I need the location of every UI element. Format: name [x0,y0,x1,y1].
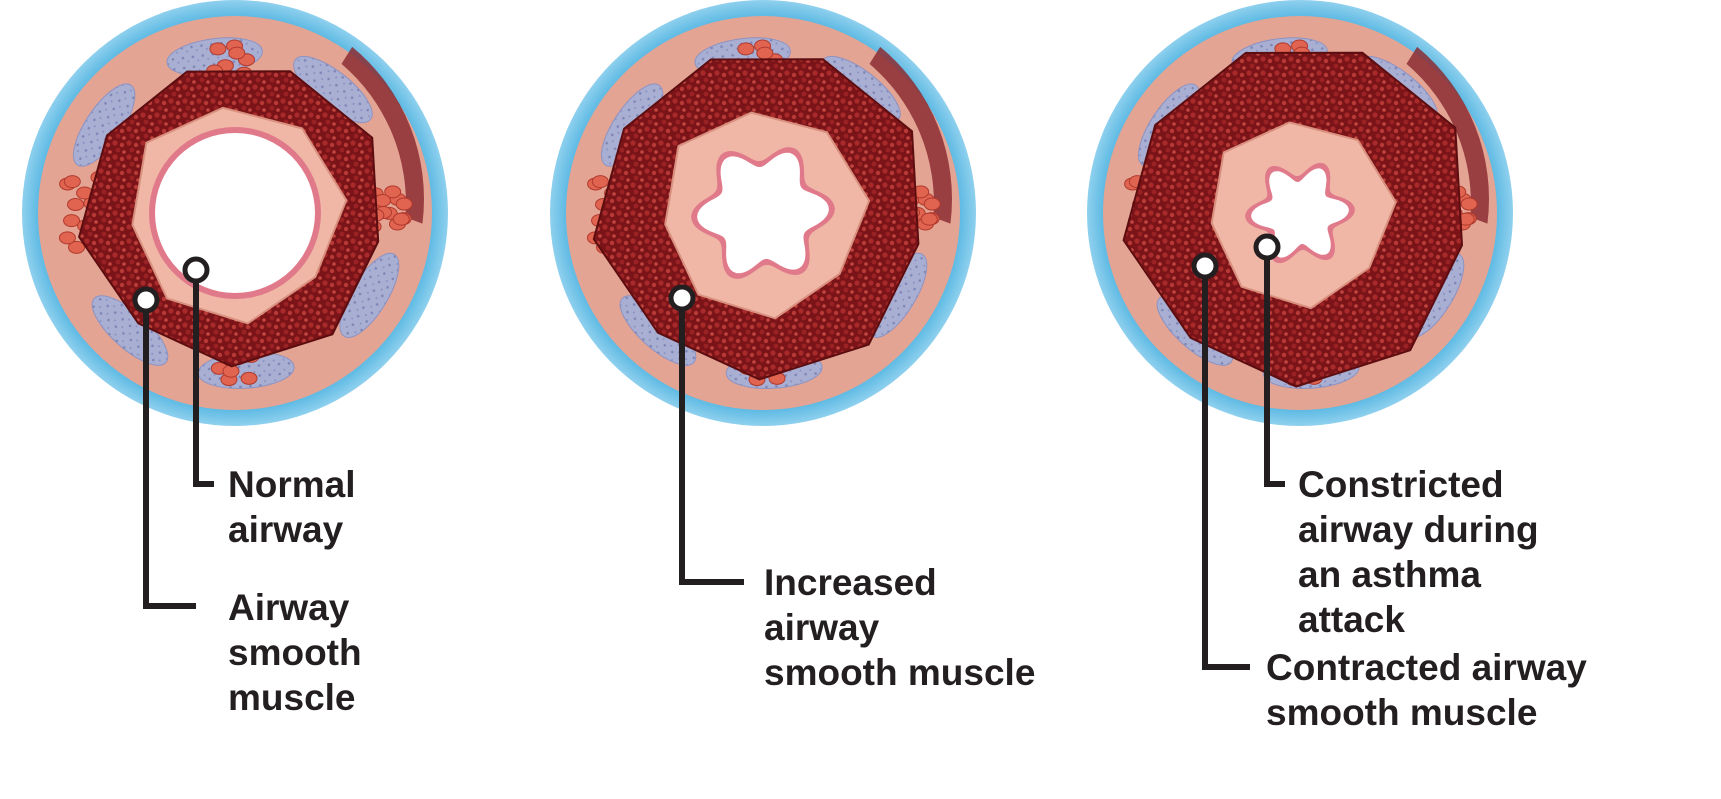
cell [924,198,940,210]
cell [68,198,84,210]
label-line: smooth muscle [1266,690,1587,735]
label-line: Constricted [1298,462,1539,507]
callout-marker [671,287,693,309]
callout-marker [135,289,157,311]
label-line: smooth muscle [764,650,1035,695]
label-line: muscle [228,675,362,720]
cell [229,47,245,59]
cell [393,213,409,225]
label-line: smooth [228,630,362,675]
label-line: Airway [228,585,362,630]
cell [210,43,226,55]
normal-airway-label: Normalairway [228,462,355,552]
label-line: an asthma [1298,552,1539,597]
cell [1461,198,1477,210]
label-line: airway [228,507,355,552]
callout-marker [1194,255,1216,277]
cell [59,232,75,244]
cell [738,43,754,55]
airway-smooth-muscle-label: Airwaysmoothmuscle [228,585,362,720]
cell [757,47,773,59]
label-line: Increased [764,560,1035,605]
constricted-airway-label: Constrictedairway duringan asthmaattack [1298,462,1539,642]
label-line: Contracted airway [1266,645,1587,690]
cell [64,176,80,188]
cell [64,215,80,227]
label-line: attack [1298,597,1539,642]
label-line: airway during [1298,507,1539,552]
label-line: airway [764,605,1035,650]
airway-cross-section-normal [22,0,448,426]
cell [241,372,257,384]
cell [396,198,412,210]
callout-marker [185,259,207,281]
contracted-smooth-muscle-label: Contracted airwaysmooth muscle [1266,645,1587,735]
increased-smooth-muscle-label: Increasedairwaysmooth muscle [764,560,1035,695]
cell [592,176,608,188]
airway-cross-section-asthma-attack [1087,0,1513,426]
label-line: Normal [228,462,355,507]
airway-cross-section-increased [550,0,976,426]
callout-marker [1256,236,1278,258]
cell [921,213,937,225]
airway-lumen [155,133,315,293]
